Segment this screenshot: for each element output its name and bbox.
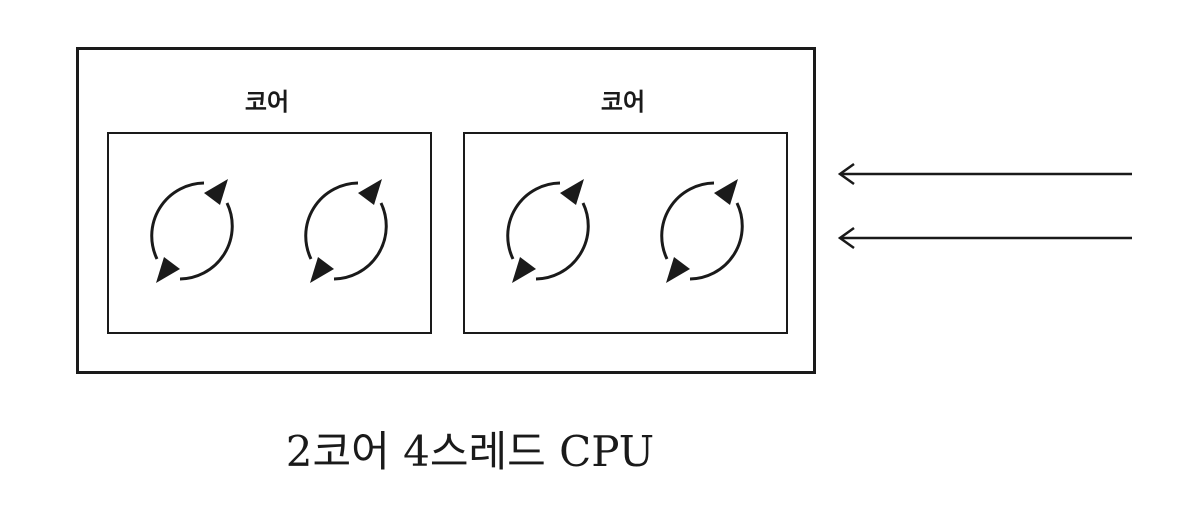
thread-cycle-icon-2 [304,179,388,283]
thread-cycle-icon-4 [660,179,744,283]
incoming-arrow-2 [837,226,1132,250]
cpu-box [76,47,816,374]
core-label-2: 코어 [600,88,646,116]
core-box-2 [463,132,788,334]
thread-cycle-icon-3 [506,179,590,283]
diagram-caption: 2코어 4스레드 CPU [285,427,655,476]
thread-cycle-icon-1 [150,179,234,283]
incoming-arrow-1 [837,162,1132,186]
core-box-1 [107,132,432,334]
core-label-1: 코어 [244,88,290,116]
